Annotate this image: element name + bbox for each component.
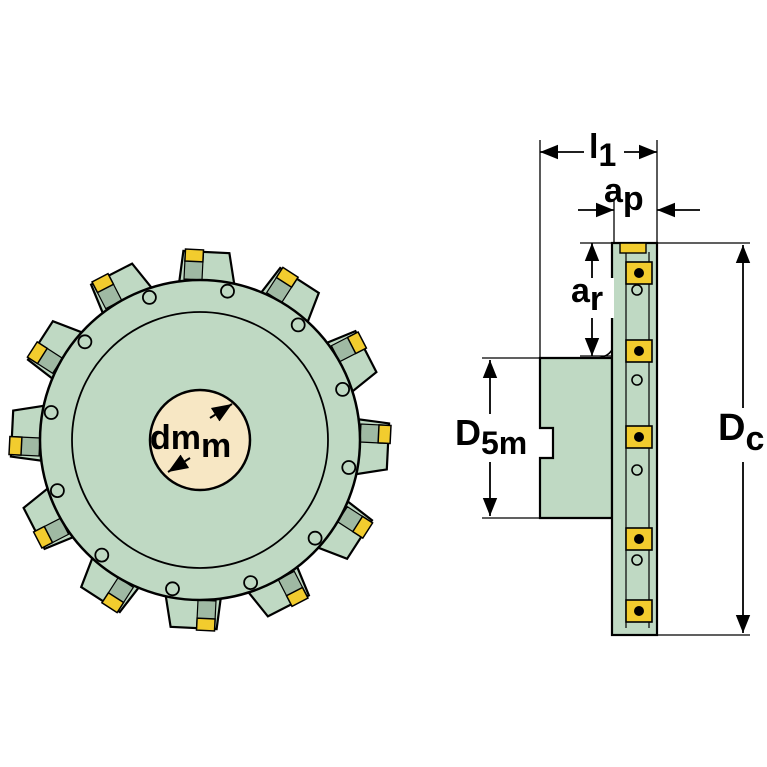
cutting-insert	[285, 586, 310, 608]
bore-dimension-arrow-upper	[209, 403, 233, 422]
axial-depth-label: ap	[604, 172, 644, 218]
side-insert	[625, 599, 653, 623]
screw-hole	[43, 405, 59, 420]
side-screw-hole	[631, 464, 643, 476]
side-view-cutter: l1 ap ar D5m Dc	[452, 128, 766, 637]
extension-lines	[482, 140, 750, 636]
side-screw-hole	[631, 284, 643, 296]
screw-hole	[141, 289, 157, 305]
screw-hole	[290, 317, 306, 333]
width-label: l1	[589, 128, 616, 173]
side-insert	[625, 527, 653, 551]
cutting-insert	[90, 272, 115, 294]
cutting-insert	[351, 515, 374, 540]
cutting-insert	[32, 525, 54, 550]
cutting-insert	[100, 591, 125, 614]
screw-hole	[165, 581, 180, 597]
hub-profile	[538, 356, 614, 520]
front-view-cutter: dmm	[8, 248, 392, 632]
screw-hole	[50, 483, 65, 499]
hub-diameter-label: D5m	[455, 412, 527, 461]
cutting-insert	[184, 248, 205, 263]
side-screw-hole	[631, 374, 643, 386]
radial-depth-label: ar	[571, 272, 603, 318]
screw-hole	[307, 530, 323, 546]
cutting-diameter-label: Dc	[718, 407, 764, 458]
top-insert	[619, 242, 647, 254]
hub-ring	[71, 311, 329, 569]
screw-hole	[243, 575, 259, 590]
screw-hole	[335, 381, 351, 397]
cutting-insert	[275, 266, 300, 289]
bore-dimension-arrow-lower	[167, 454, 191, 473]
cutting-insert	[377, 424, 392, 445]
cutting-insert	[195, 617, 216, 632]
side-screw-hole	[631, 554, 643, 566]
side-insert	[625, 425, 653, 449]
screw-hole	[341, 460, 357, 475]
cutting-insert	[26, 340, 49, 365]
screw-holes	[43, 283, 357, 597]
screw-hole	[94, 547, 110, 563]
bore-diameter-label: dmm	[150, 419, 231, 465]
screw-hole	[77, 334, 93, 350]
screw-hole	[220, 283, 235, 299]
side-insert	[625, 261, 653, 285]
cutting-insert	[8, 435, 23, 456]
side-insert	[625, 339, 653, 363]
cutting-insert	[346, 330, 368, 355]
